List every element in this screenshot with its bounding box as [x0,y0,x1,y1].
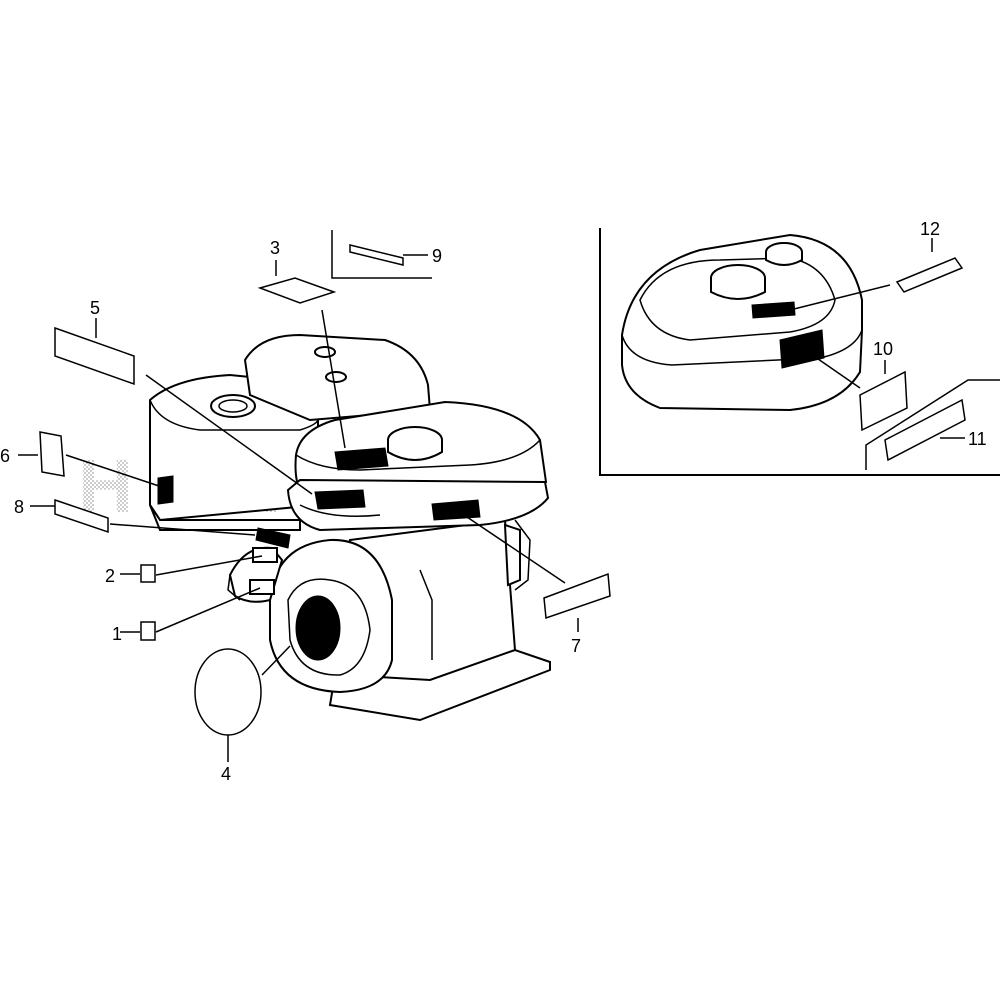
callout-9: 9 [432,246,442,266]
decal-tank-front [779,329,825,369]
decal-4 [194,648,262,736]
callout-10: 10 [873,339,893,359]
leader-lines [18,254,579,762]
decal-side-panel [431,499,481,521]
callout-8: 8 [14,497,24,517]
callout-4: 4 [221,764,231,784]
decal-11 [884,398,966,462]
callout-11: 11 [968,429,987,449]
fuel-tank-inset [621,233,863,412]
decal-8 [54,498,109,534]
callout-labels: 1 2 3 4 5 6 7 8 9 10 11 12 [0,219,987,784]
starter-hub [295,595,341,661]
engine-assembly [149,333,551,722]
callout-12: 12 [920,219,940,239]
decal-12 [895,257,964,293]
callout-6: 6 [0,446,10,466]
decal-9 [349,244,404,266]
inset-frame [599,228,1000,476]
decal-tank-top [751,301,796,319]
callout-1: 1 [112,624,122,644]
air-cleaner-knob [210,394,256,418]
decal-5 [54,326,135,386]
callout-7: 7 [571,636,581,656]
callout-2: 2 [105,566,115,586]
decal-air-cleaner [157,475,174,505]
decal-6 [39,431,65,477]
decal-top-panel [334,447,389,471]
callout-3: 3 [270,238,280,258]
callout-5: 5 [90,298,100,318]
decal-control [255,527,291,549]
decal-10 [859,370,908,432]
inset-panel [599,228,1000,476]
decal-front-panel [314,489,366,510]
decal-7 [543,572,611,620]
decal-1 [140,621,156,641]
decal-3 [257,277,337,304]
decal-2 [140,564,156,583]
